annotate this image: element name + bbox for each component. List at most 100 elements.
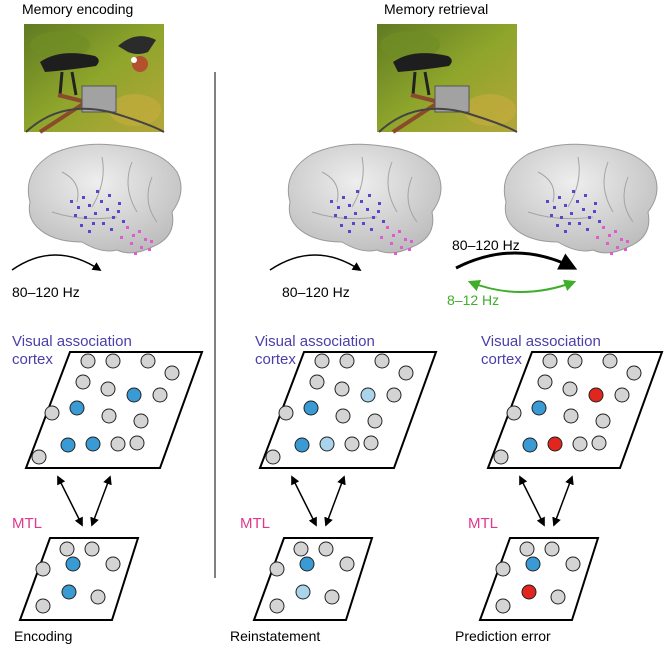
electrode-dot [392,234,395,237]
electrode-dot [122,220,125,223]
electrode-dot [130,242,133,245]
electrode-dot [570,212,573,215]
mtl-label-encoding: MTL [12,515,42,532]
electrode-dot [400,246,403,249]
bidirectional-arrow [291,475,317,527]
electrode-dot [354,212,357,215]
electrode-dot [593,210,596,213]
electrode-dot [356,190,359,193]
electrode-dot [366,208,369,211]
vac-label-line2-prediction: cortex [481,351,522,368]
electrode-dot [88,230,91,233]
vac-panel-reinstatement [258,351,438,469]
node-grid [265,353,414,465]
electrode-dot [94,212,97,215]
electrode-dot [126,226,129,229]
bidirectional-arrow [90,475,112,527]
electrode-dot [410,240,413,243]
electrode-dot [377,210,380,213]
gamma-arrow-encoding [11,254,102,271]
mtl-panel-prediction-error [478,537,600,621]
electrode-dot [92,222,95,225]
vac-label-line1-reinstatement: Visual association [255,333,375,350]
electrode-dot [608,234,611,237]
bicycle-seat-with-bird-photo [24,24,165,134]
electrode-dot [118,202,121,205]
electrode-dot [596,236,599,239]
mtl-panel-reinstatement [252,537,374,621]
brain-prediction-error [503,143,658,255]
electrode-dot [360,200,363,203]
bidirectional-arrow [519,475,545,527]
electrode-dot [576,200,579,203]
gamma-label-encoding: 80–120 Hz [12,284,80,300]
electrode-dot [390,242,393,245]
electrode-dot [560,216,563,219]
brain-reinstatement [287,143,442,255]
condition-label-prediction-error: Prediction error [455,628,551,644]
mtl-panel-encoding [18,537,140,621]
bidirectional-arrow [57,475,83,527]
electrode-dot [330,200,333,203]
heading-retrieval: Memory retrieval [384,1,488,17]
electrode-dot [344,216,347,219]
electrode-dot [382,220,385,223]
electrode-dot [584,194,587,197]
electrode-dot [348,230,351,233]
electrode-dot [553,206,556,209]
condition-label-reinstatement: Reinstatement [230,628,320,644]
vac-label-line1-prediction: Visual association [481,333,601,350]
electrode-dot [586,228,589,231]
electrode-dot [138,230,141,233]
electrode-dot [82,196,85,199]
electrode-dot [110,228,113,231]
electrode-dot [398,230,401,233]
mtl-label-reinstatement: MTL [240,515,270,532]
electrode-dot [606,242,609,245]
electrode-dot [368,194,371,197]
electrode-dot [342,196,345,199]
electrode-dot [120,236,123,239]
electrode-dot [378,202,381,205]
electrode-dot [112,216,115,219]
electrode-dot [404,238,407,241]
bidirectional-arrow [552,475,574,527]
electrode-dot [340,224,343,227]
electrode-dot [620,238,623,241]
electrode-dot [556,224,559,227]
gamma-label-reinstatement: 80–120 Hz [282,284,350,300]
node-grid [31,353,180,465]
electrode-dot [348,204,351,207]
electrode-dot [370,228,373,231]
electrode-dot [550,214,553,217]
electrode-dot [572,190,575,193]
heading-encoding: Memory encoding [22,1,133,17]
electrode-dot [564,204,567,207]
condition-label-encoding: Encoding [14,628,72,644]
electrode-dot [88,204,91,207]
brain-encoding [27,143,182,255]
electrode-dot [578,222,581,225]
electrode-dot [372,216,375,219]
electrode-dot [352,222,355,225]
electrode-dot [568,222,571,225]
electrode-dot [80,224,83,227]
electrode-dot [102,222,105,225]
electrode-dot [546,200,549,203]
electrode-dot [132,234,135,237]
electrode-dot [558,196,561,199]
electrode-dot [84,216,87,219]
electrode-dot [594,202,597,205]
electrode-dot [614,230,617,233]
alpha-label: 8–12 Hz [447,292,499,308]
electrode-dot [362,222,365,225]
gamma-label-prediction: 80–120 Hz [452,237,520,253]
electrode-dot [106,208,109,211]
electrode-dot [117,210,120,213]
electrode-dot [100,200,103,203]
vac-panel-encoding [24,351,204,469]
node-grid [493,353,642,465]
electrode-dot [134,252,137,255]
electrode-dot [588,216,591,219]
